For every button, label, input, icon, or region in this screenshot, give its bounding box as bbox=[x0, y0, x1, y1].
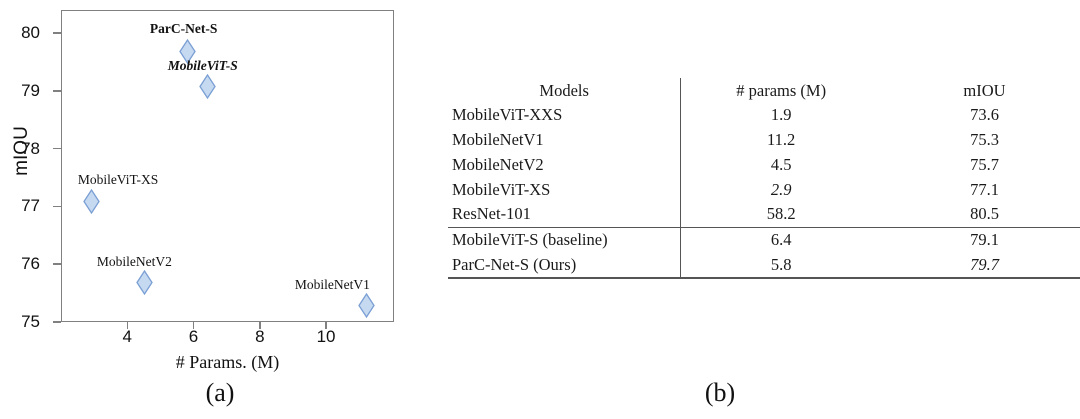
cell-params: 11.2 bbox=[680, 127, 882, 153]
cell-model: ResNet-101 bbox=[452, 204, 531, 224]
y-tick-mark bbox=[53, 32, 61, 34]
table-row: ResNet-101 58.2 80.5 bbox=[448, 201, 1080, 228]
data-point-label: MobileNetV1 bbox=[294, 276, 370, 292]
results-table: Models # params (M) mIOU MobileViT-XXS 1.… bbox=[448, 78, 1080, 280]
y-tick-mark bbox=[53, 263, 61, 265]
data-point-marker bbox=[136, 270, 154, 296]
table-head: Models # params (M) mIOU bbox=[448, 78, 1080, 103]
data-point-label: MobileViT-XS bbox=[77, 171, 159, 187]
cell-model: MobileNetV1 bbox=[452, 130, 544, 150]
cell-params: 6.4 bbox=[680, 226, 882, 253]
y-tick-mark bbox=[53, 147, 61, 150]
cell-model: MobileViT-S (baseline) bbox=[448, 226, 681, 253]
table-row: MobileViT-XXS 1.9 73.6 bbox=[448, 102, 1080, 128]
y-tick-label: 75 bbox=[21, 312, 40, 331]
y-tick-label: 80 bbox=[21, 23, 40, 43]
x-tick-mark bbox=[259, 322, 261, 329]
data-point-marker bbox=[179, 38, 197, 64]
cell-miou: 75.7 bbox=[970, 154, 999, 174]
plot-area: ParC-Net-S MobileViT-S MobileViT-XS MobileN… bbox=[61, 10, 394, 322]
caption-b: (b) bbox=[704, 378, 736, 407]
cell-miou: 80.5 bbox=[970, 204, 999, 224]
x-tick-label: 10 bbox=[316, 327, 336, 346]
cell-miou: 75.3 bbox=[970, 130, 999, 150]
column-header-params: # params (M) bbox=[680, 78, 882, 103]
cell-model: MobileNetV2 bbox=[452, 154, 544, 174]
y-tick-mark bbox=[53, 321, 61, 323]
x-tick-mark bbox=[192, 322, 195, 329]
data-point-label: MobileViT-S bbox=[167, 58, 238, 74]
x-axis-label: # Params. (M) bbox=[175, 352, 280, 372]
results-table-panel: Models # params (M) mIOU MobileViT-XXS 1.… bbox=[440, 0, 1080, 419]
data-point-label: ParC-Net-S bbox=[149, 21, 218, 37]
cell-params: 2.9 bbox=[680, 177, 882, 202]
column-header-models: Models bbox=[539, 80, 589, 100]
data-point-marker bbox=[358, 293, 376, 319]
table-row: MobileNetV1 11.2 75.3 bbox=[448, 127, 1080, 153]
caption-a: (a) bbox=[205, 378, 235, 407]
column-header-miou: mIOU bbox=[963, 80, 1006, 100]
table-row: MobileViT-XS 2.9 77.1 bbox=[448, 177, 1080, 202]
y-tick-label: 79 bbox=[21, 80, 40, 100]
x-tick-label: 6 bbox=[188, 327, 199, 346]
cell-params: 58.2 bbox=[680, 201, 882, 228]
y-tick-label: 76 bbox=[21, 254, 40, 274]
cell-params: 4.5 bbox=[680, 152, 882, 178]
data-point-label: MobileNetV2 bbox=[96, 253, 172, 269]
cell-model: MobileViT-XS bbox=[452, 179, 551, 199]
cell-miou: 73.6 bbox=[970, 105, 999, 125]
table-row: MobileNetV2 4.5 75.7 bbox=[448, 152, 1080, 178]
data-point-marker bbox=[199, 73, 217, 99]
table-header-row: Models # params (M) mIOU bbox=[448, 78, 1080, 103]
cell-miou: 79.1 bbox=[881, 226, 1080, 253]
cell-miou: 77.1 bbox=[970, 179, 999, 199]
y-tick-label: 77 bbox=[21, 196, 40, 216]
table-wrapper: Models # params (M) mIOU MobileViT-XXS 1.… bbox=[448, 78, 1080, 280]
cell-model: MobileViT-XXS bbox=[452, 105, 563, 125]
y-tick-mark bbox=[53, 205, 61, 208]
y-tick-mark bbox=[53, 90, 61, 92]
cell-params: 1.9 bbox=[680, 102, 882, 128]
cell-miou: 79.7 bbox=[881, 252, 1080, 280]
x-tick-mark bbox=[126, 322, 129, 329]
x-tick-label: 8 bbox=[255, 327, 265, 346]
cell-model: ParC-Net-S (Ours) bbox=[448, 252, 681, 280]
y-tick-label: 78 bbox=[21, 138, 40, 158]
cell-params: 5.8 bbox=[680, 252, 882, 280]
data-point-marker bbox=[83, 189, 101, 215]
x-tick-label: 4 bbox=[122, 327, 132, 346]
x-tick-mark bbox=[325, 322, 327, 329]
